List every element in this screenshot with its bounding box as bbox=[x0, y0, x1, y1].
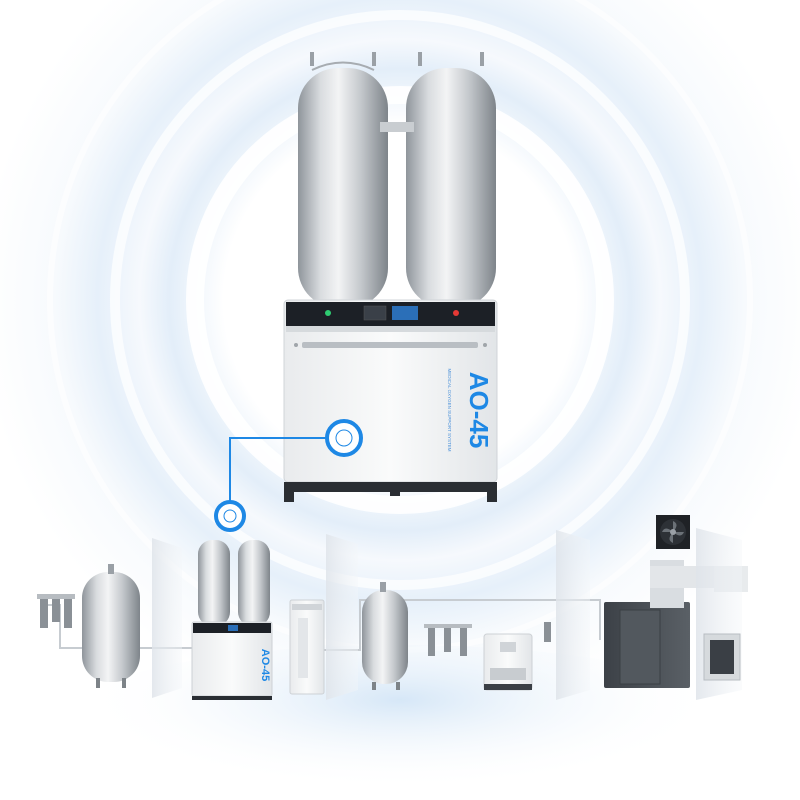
display-touchscreen bbox=[392, 306, 418, 320]
oxygen-booster-unit bbox=[289, 599, 325, 695]
control-panel bbox=[286, 302, 495, 326]
right-tank bbox=[406, 52, 496, 308]
system-line: AO-45 bbox=[37, 515, 748, 700]
display-left bbox=[363, 305, 387, 321]
filter-group-middle bbox=[424, 624, 472, 656]
refrigerated-dryer bbox=[483, 633, 533, 691]
filter-group-left bbox=[37, 594, 75, 628]
glass-divider bbox=[556, 530, 590, 700]
side-caption: MEDICAL OXYGEN SUPPORT SYSTEM bbox=[447, 369, 452, 452]
small-model-label: AO-45 bbox=[259, 649, 271, 681]
small-oxygen-generator: AO-45 bbox=[191, 540, 273, 700]
air-compressor bbox=[604, 560, 748, 688]
left-tank bbox=[298, 52, 388, 308]
callout-circle-icon[interactable] bbox=[325, 419, 363, 457]
door-handle bbox=[302, 342, 478, 348]
vent-grille bbox=[703, 633, 741, 681]
stop-button bbox=[453, 310, 459, 316]
callout-connector bbox=[229, 437, 344, 515]
oxygen-storage-tank bbox=[362, 582, 408, 690]
glass-divider bbox=[326, 534, 358, 700]
tank-bracket bbox=[380, 122, 414, 132]
glass-divider bbox=[152, 538, 182, 698]
callout-circle-icon[interactable] bbox=[214, 500, 246, 532]
fan-icon bbox=[656, 515, 690, 549]
model-label: AO-45 bbox=[464, 372, 494, 449]
air-receiver-tank bbox=[82, 564, 140, 688]
filter-single bbox=[544, 622, 551, 642]
start-button bbox=[325, 310, 331, 316]
